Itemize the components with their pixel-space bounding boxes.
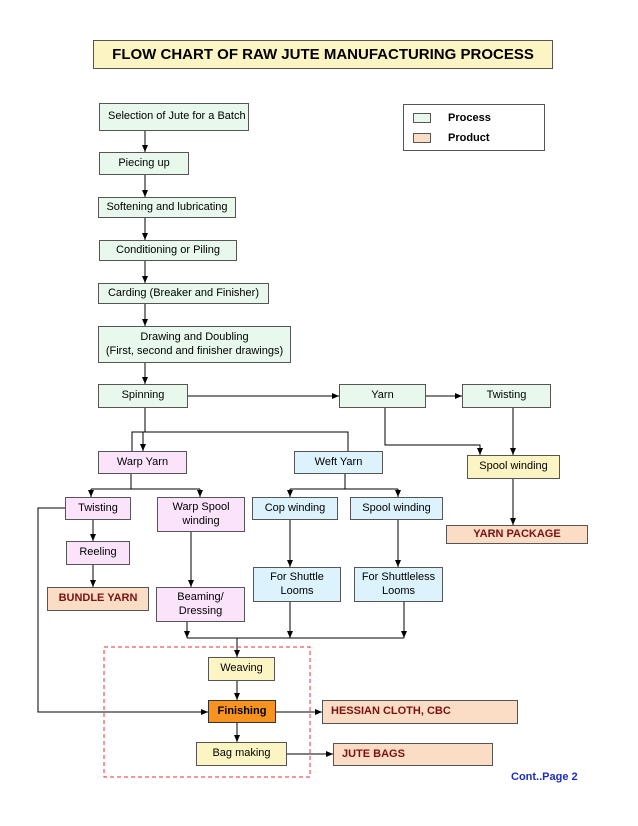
node-weaving: Weaving: [208, 657, 275, 681]
node-bundle-yarn: BUNDLE YARN: [47, 587, 149, 611]
edge-split-bar: [131, 431, 349, 451]
edge-yarn-spool: [384, 408, 483, 455]
node-beaming: Beaming/ Dressing: [156, 587, 245, 622]
node-drawing: Drawing and Doubling (First, second and …: [98, 326, 291, 363]
node-spinning: Spinning: [98, 384, 188, 408]
node-finishing: Finishing: [208, 700, 276, 723]
node-shuttle-line1: For Shuttle: [270, 570, 324, 583]
continuation-note: Cont..Page 2: [511, 771, 578, 783]
node-piecing: Piecing up: [99, 152, 189, 175]
node-shuttleless-line1: For Shuttleless: [361, 570, 436, 583]
node-carding: Carding (Breaker and Finisher): [98, 283, 269, 304]
node-drawing-line2: (First, second and finisher drawings): [105, 344, 284, 357]
node-twisting-top: Twisting: [462, 384, 551, 408]
node-bag-making: Bag making: [196, 742, 287, 766]
node-beaming-line2: Dressing: [178, 604, 223, 617]
node-shuttleless-line2: Looms: [381, 584, 416, 597]
node-yarn: Yarn: [339, 384, 426, 408]
node-shuttle-looms: For Shuttle Looms: [253, 567, 341, 602]
legend-process-label: Process: [448, 112, 491, 124]
node-jute-bags: JUTE BAGS: [333, 743, 493, 766]
node-conditioning: Conditioning or Piling: [99, 240, 237, 261]
edge-twisting-finishing: [37, 507, 208, 715]
node-shuttleless-looms: For Shuttleless Looms: [354, 567, 443, 602]
legend-process-swatch: [413, 113, 431, 123]
node-warp-spool-winding: Warp Spool winding: [157, 497, 245, 532]
node-cop-winding: Cop winding: [252, 497, 338, 520]
node-spool-winding-weft: Spool winding: [350, 497, 443, 520]
node-yarn-package: YARN PACKAGE: [446, 525, 588, 544]
legend-product-swatch: [413, 133, 431, 143]
node-spool-winding-top: Spool winding: [467, 455, 560, 479]
node-warp-spool-line2: winding: [182, 514, 220, 527]
node-hessian-cloth: HESSIAN CLOTH, CBC: [322, 700, 518, 724]
node-warp-spool-line1: Warp Spool: [172, 500, 230, 513]
node-twisting: Twisting: [65, 497, 131, 520]
node-reeling: Reeling: [66, 541, 130, 565]
node-softening: Softening and lubricating: [98, 197, 236, 218]
node-weft-yarn: Weft Yarn: [294, 451, 383, 474]
node-warp-yarn: Warp Yarn: [98, 451, 187, 474]
node-drawing-line1: Drawing and Doubling: [140, 330, 249, 343]
legend-product-label: Product: [448, 132, 490, 144]
node-selection: Selection of Jute for a Batch: [99, 103, 249, 131]
legend: Process Product: [403, 104, 545, 151]
node-shuttle-line2: Looms: [280, 584, 314, 597]
node-beaming-line1: Beaming/: [177, 590, 224, 603]
chart-title: FLOW CHART OF RAW JUTE MANUFACTURING PRO…: [93, 40, 553, 69]
